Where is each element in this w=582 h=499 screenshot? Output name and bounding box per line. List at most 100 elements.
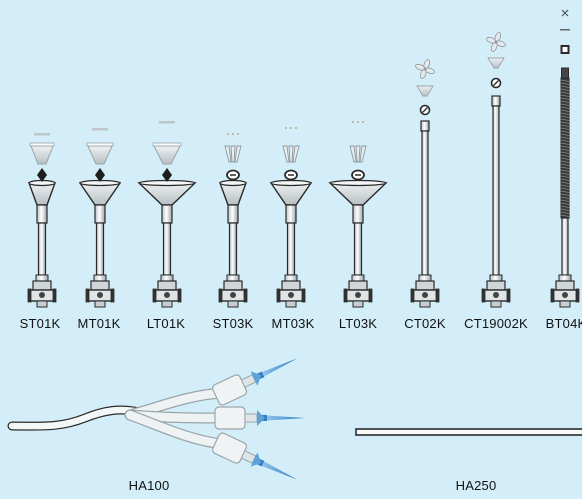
clamp-right-jaw xyxy=(52,288,57,303)
label-HA100: HA100 xyxy=(128,478,170,493)
fan-hub xyxy=(423,67,427,71)
hub-body xyxy=(214,406,246,430)
neck xyxy=(227,204,239,224)
base-block xyxy=(348,280,368,291)
tool-row xyxy=(27,9,580,308)
thread-line xyxy=(560,181,570,184)
funnel-rim xyxy=(270,179,312,187)
round-nut-slot xyxy=(493,80,499,86)
label-ST01K: ST01K xyxy=(19,316,61,331)
base-foot xyxy=(36,300,48,308)
hex-nut-dark xyxy=(162,168,172,182)
thread-line xyxy=(560,115,570,118)
thread-line xyxy=(560,169,570,172)
thread-line xyxy=(560,112,570,115)
thread-line xyxy=(560,208,570,211)
clamp-left-jaw xyxy=(85,288,90,303)
needle-tip xyxy=(262,358,298,377)
base-foot xyxy=(352,300,364,308)
tine xyxy=(230,145,236,163)
base-collar xyxy=(35,274,49,282)
thread-line xyxy=(560,103,570,106)
tine-tip xyxy=(295,127,297,129)
label-MT01K: MT01K xyxy=(77,316,121,331)
funnel-cup xyxy=(78,182,122,206)
thread-line xyxy=(560,142,570,145)
thread-line xyxy=(560,178,570,181)
cap-washer xyxy=(92,128,108,131)
thread-line xyxy=(560,136,570,139)
base-block xyxy=(223,280,243,291)
funnel-cup xyxy=(269,182,313,206)
neck xyxy=(285,204,297,224)
connector-hub xyxy=(212,432,298,480)
clamp-right-jaw xyxy=(110,288,115,303)
tool-BT04K xyxy=(550,9,580,308)
tool-MT01K xyxy=(78,128,122,308)
thread-line xyxy=(560,121,570,124)
tine-tip xyxy=(362,121,364,123)
tine-tip xyxy=(232,133,234,135)
needle-tip xyxy=(267,415,305,421)
clamp-left-jaw xyxy=(218,288,223,303)
thread-line xyxy=(560,196,570,199)
hex-nut-dark xyxy=(95,168,105,182)
thread-line xyxy=(560,154,570,157)
clamp-right-jaw xyxy=(435,288,440,303)
base-foot xyxy=(285,300,297,308)
cone-cap xyxy=(30,145,54,165)
tine-tip xyxy=(290,127,292,129)
clamp-screw xyxy=(97,292,103,298)
tool-LT01K xyxy=(137,121,197,308)
clamp-left-jaw xyxy=(481,288,486,303)
thread-collar xyxy=(561,67,569,79)
thread-line xyxy=(560,94,570,97)
label-CT02K: CT02K xyxy=(404,316,446,331)
clamp-screw xyxy=(39,292,45,298)
tine xyxy=(234,145,242,163)
tine xyxy=(224,145,232,163)
tool-CT02K xyxy=(410,59,440,308)
base-foot xyxy=(161,300,173,308)
thread-line xyxy=(560,106,570,109)
thread-line xyxy=(560,124,570,127)
tine xyxy=(355,145,361,163)
label-ST03K: ST03K xyxy=(212,316,254,331)
clamp-left-jaw xyxy=(152,288,157,303)
neck xyxy=(94,204,106,224)
accessory-HA100 xyxy=(7,358,305,480)
rod-collar xyxy=(420,120,430,132)
tube xyxy=(8,406,144,430)
needle-fin xyxy=(250,371,262,386)
thread-line xyxy=(560,175,570,178)
hex-nut-dark xyxy=(37,168,47,182)
needle-fin xyxy=(250,452,262,467)
base-collar xyxy=(558,274,572,282)
clamp-right-jaw xyxy=(506,288,511,303)
thread-line xyxy=(560,184,570,187)
round-nut-slot xyxy=(422,107,428,113)
tine-tip xyxy=(285,127,287,129)
accessory-HA250 xyxy=(355,428,582,436)
long-rod xyxy=(421,130,429,276)
thread-line xyxy=(560,145,570,148)
clamp-screw xyxy=(288,292,294,298)
thread-line xyxy=(560,109,570,112)
tine xyxy=(359,145,367,163)
tine-tip xyxy=(357,121,359,123)
neck xyxy=(352,204,364,224)
thread-line xyxy=(560,127,570,130)
tine-tip xyxy=(237,133,239,135)
base-foot xyxy=(227,300,239,308)
tool-ST03K xyxy=(218,133,248,308)
clamp-left-jaw xyxy=(343,288,348,303)
connector-hub xyxy=(212,358,298,406)
rod xyxy=(162,222,172,276)
cone-cap xyxy=(153,145,181,165)
flat-washer xyxy=(560,29,570,31)
clamp-right-jaw xyxy=(301,288,306,303)
rod xyxy=(561,217,569,276)
clamp-screw xyxy=(422,292,428,298)
thread-line xyxy=(560,118,570,121)
tine xyxy=(288,145,294,163)
